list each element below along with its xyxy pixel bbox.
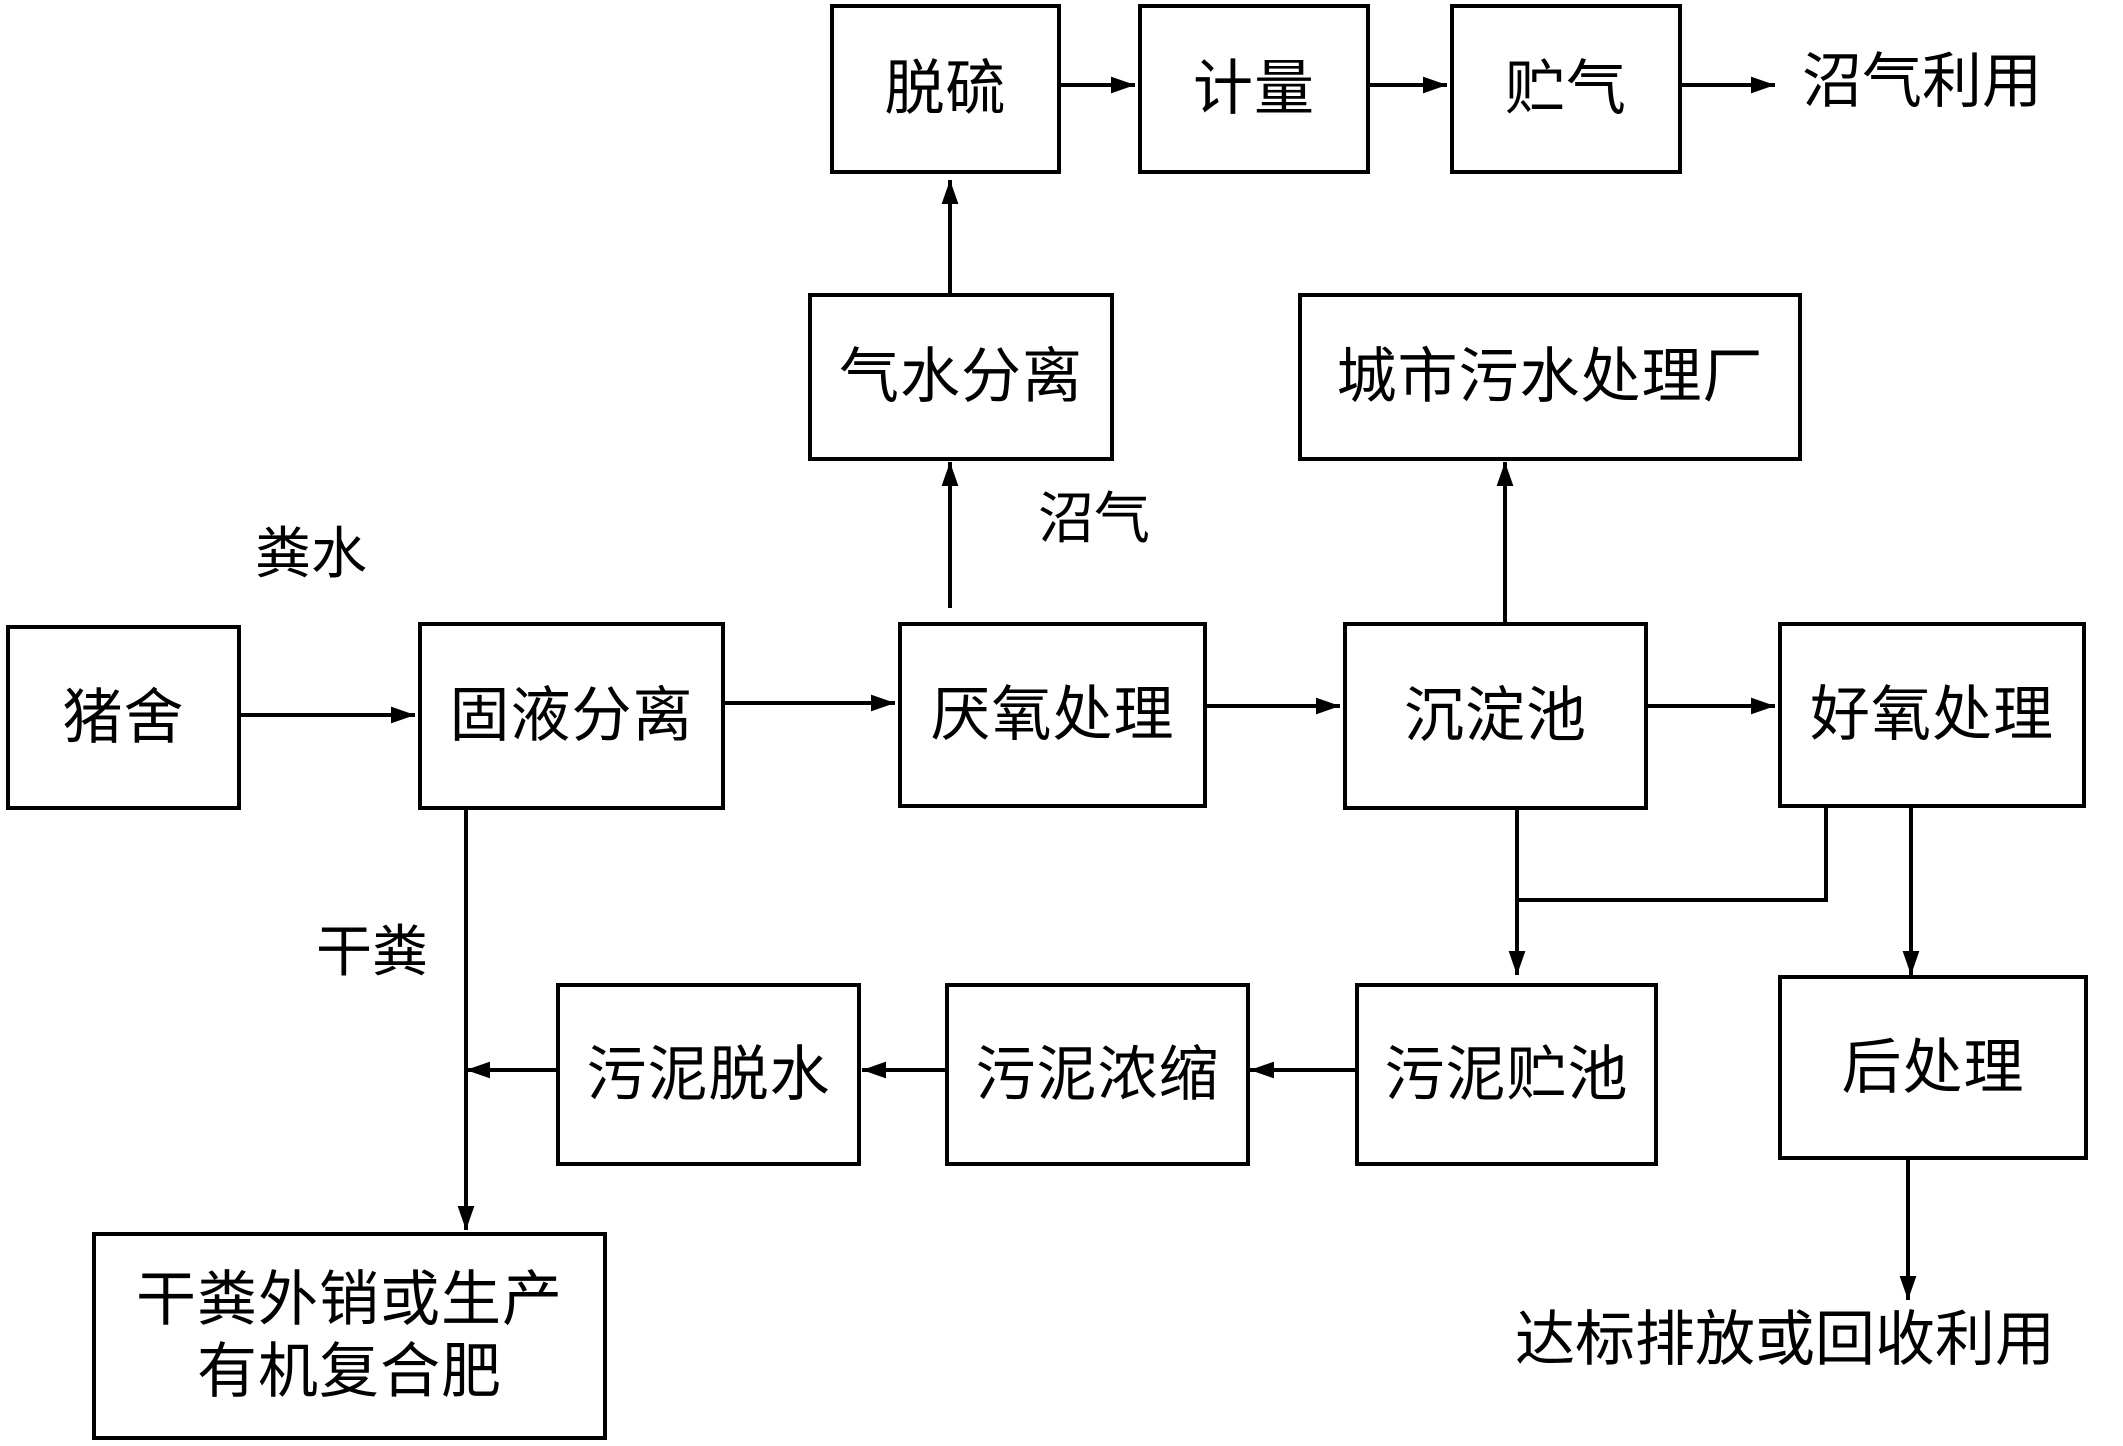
box-aerobic-treatment: 好氧处理 xyxy=(1778,622,2086,808)
label-dry-manure: 干粪 xyxy=(316,920,428,985)
label-manure-water: 粪水 xyxy=(255,522,367,587)
box-sedimentation-tank: 沉淀池 xyxy=(1343,622,1648,810)
line-aerobic-return xyxy=(1517,808,1828,902)
box-sludge-storage-tank: 污泥贮池 xyxy=(1355,983,1658,1166)
box-anaerobic-treatment: 厌氧处理 xyxy=(898,622,1207,808)
dry-manure-sales-line-2: 有机复合肥 xyxy=(197,1337,502,1407)
box-metering: 计量 xyxy=(1138,4,1370,174)
box-gas-water-separation: 气水分离 xyxy=(808,293,1114,461)
box-sludge-dewatering: 污泥脱水 xyxy=(556,983,861,1166)
dry-manure-sales-line-1: 干粪外销或生产 xyxy=(136,1265,563,1335)
box-desulfurization: 脱硫 xyxy=(830,4,1061,174)
label-biogas-utilization: 沼气利用 xyxy=(1802,47,2042,117)
box-sludge-thickening: 污泥浓缩 xyxy=(945,983,1250,1166)
box-pig-house: 猪舍 xyxy=(6,625,241,810)
label-discharge-or-reuse: 达标排放或回收利用 xyxy=(1515,1305,2055,1375)
box-gas-storage: 贮气 xyxy=(1450,4,1682,174)
box-solid-liquid-separation: 固液分离 xyxy=(418,622,725,810)
box-municipal-sewage-plant: 城市污水处理厂 xyxy=(1298,293,1802,461)
box-post-treatment: 后处理 xyxy=(1778,975,2088,1160)
box-dry-manure-sales: 干粪外销或生产 有机复合肥 xyxy=(92,1232,607,1440)
label-biogas: 沼气 xyxy=(1038,487,1150,552)
